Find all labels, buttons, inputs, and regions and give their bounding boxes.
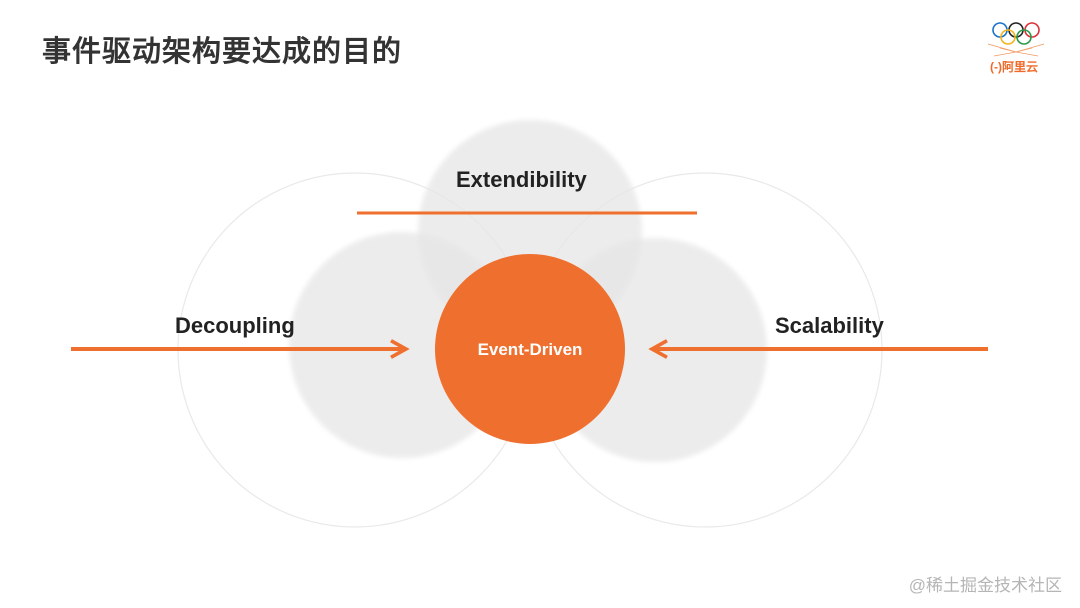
aliyun-bracket-icon: (-) — [990, 60, 1002, 74]
logo: (-)阿里云 — [980, 18, 1060, 86]
scalability-label: Scalability — [775, 313, 884, 338]
page-title: 事件驱动架构要达成的目的 — [42, 36, 403, 68]
center-circle — [435, 254, 625, 444]
extendibility-label: Extendibility — [456, 167, 587, 192]
olympic-rings-icon — [987, 22, 1045, 57]
decoupling-label: Decoupling — [175, 313, 295, 338]
brand-logo-text: (-)阿里云 — [990, 60, 1039, 74]
event-driven-label: Event-Driven — [477, 340, 583, 359]
watermark: @稀土掘金技术社区 — [908, 576, 1062, 595]
